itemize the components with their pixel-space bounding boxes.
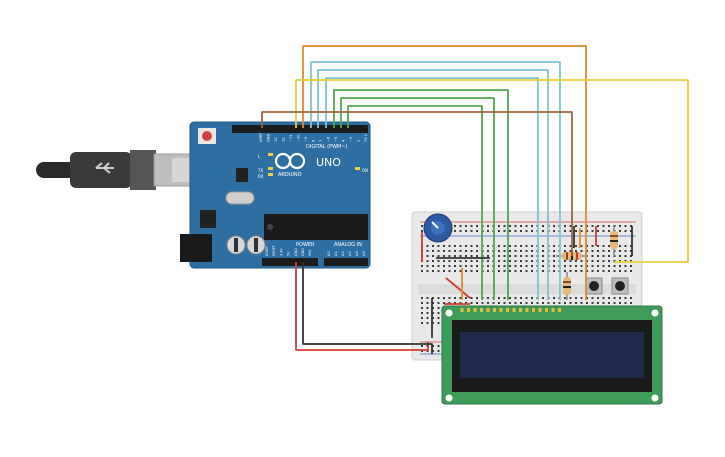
analog-pin-label: A0 [327, 251, 331, 256]
analog-pin-label: A1 [334, 251, 338, 256]
wire-green-3 [347, 105, 483, 300]
board-maker-label: ARDUINO [278, 172, 302, 178]
led-rx-label: RX [258, 174, 264, 179]
digital-pin-label: TX 1 [364, 134, 368, 143]
wire-brown [261, 111, 573, 256]
jumper-red-1 [445, 277, 471, 299]
digital-pin-label: ~5 [334, 137, 338, 142]
push-button-2[interactable] [611, 277, 629, 295]
wire-black-gnd [302, 262, 433, 354]
digital-pin-label: 12 [282, 137, 286, 142]
digital-pin-label: 2 [357, 140, 361, 142]
arduino-uno-board[interactable]: UNO ARDUINO DIGITAL (PWM~) POWER ANALOG … [180, 121, 376, 269]
push-button-1[interactable] [585, 277, 603, 295]
digital-header [232, 125, 368, 133]
resistor-vertical-1 [563, 272, 571, 300]
lcd-16x2-module[interactable] [441, 305, 663, 405]
resistor-vertical-2 [610, 226, 618, 256]
digital-pin-label: 13 [274, 137, 278, 142]
led-tx-label: TX [257, 168, 263, 173]
power-pin-label: GND [294, 248, 298, 256]
digital-pin-label: GND [267, 134, 271, 142]
wire-cyan-1 [310, 61, 561, 300]
digital-pin-label: RX 0 [372, 133, 376, 142]
board-model-label: UNO [316, 156, 341, 169]
wire-cyan-2 [317, 69, 549, 300]
wire-yellow [295, 79, 689, 263]
digital-header-label: DIGITAL (PWM~) [306, 144, 348, 150]
power-header [262, 258, 318, 266]
wire-orange [302, 45, 587, 300]
usb-cable [36, 150, 196, 190]
digital-pin-label: ~10 [297, 134, 301, 142]
analog-pin-label: A2 [341, 251, 345, 256]
analog-header [324, 258, 368, 266]
wires [261, 45, 689, 354]
digital-pin-label: 8 [312, 139, 316, 142]
analog-header-label: ANALOG IN [334, 242, 362, 248]
power-jack [180, 234, 212, 262]
power-pin-label: GND [301, 248, 305, 256]
digital-pin-label: AREF [259, 133, 263, 142]
digital-pin-label: 4 [342, 139, 346, 142]
led-l-label: L [258, 154, 261, 159]
analog-pin-label: A3 [348, 251, 352, 256]
power-pin-label: 5V [287, 251, 291, 256]
lcd-pin-header [460, 308, 561, 312]
power-pin-label: VIN [308, 250, 312, 256]
analog-pin-label: A4 [355, 251, 359, 256]
potentiometer[interactable] [423, 213, 453, 243]
analog-pin-label: A5 [362, 251, 366, 256]
led-on-label: ON [362, 168, 368, 173]
wire-green-2 [340, 97, 495, 300]
digital-pin-label: ~6 [327, 136, 331, 142]
wire-red-5v [295, 262, 429, 351]
power-pin-label: RESET [272, 244, 276, 256]
digital-pin-label: 7 [319, 140, 323, 142]
lcd-screen [460, 332, 644, 378]
power-pin-label: 3.3V [279, 248, 283, 256]
digital-pin-label: ~3 [349, 137, 353, 142]
wire-cyan-3 [325, 77, 539, 300]
atmega-chip [264, 214, 368, 240]
power-header-label: POWER [296, 242, 315, 248]
wire-green-1 [333, 89, 509, 300]
power-pin-label: IOREF [265, 246, 269, 256]
digital-pin-label: ~9 [304, 136, 308, 142]
digital-pin-label: ~11 [289, 134, 293, 142]
